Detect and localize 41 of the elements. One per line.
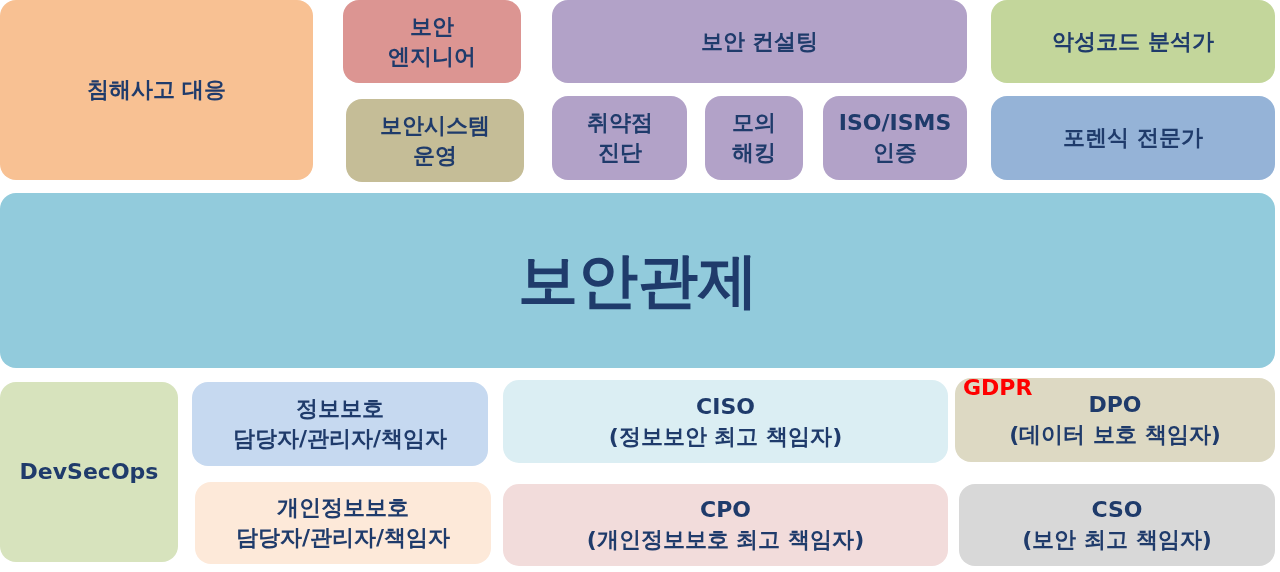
role-title: 모의 해킹 — [731, 109, 777, 167]
role-title: DevSecOps — [19, 458, 159, 487]
role-box — [991, 96, 1275, 180]
role-title: 개인정보보호 — [277, 494, 409, 523]
role-title: 보안 엔지니어 — [387, 12, 477, 71]
role-box — [823, 96, 967, 180]
role-box — [552, 96, 687, 180]
role-description: (데이터 보호 책임자) — [1009, 421, 1221, 449]
role-title: ISO/ISMS 인증 — [837, 109, 953, 167]
role-description: 담당자/관리자/책임자 — [235, 524, 451, 552]
role-title: 악성코드 분석가 — [1052, 27, 1214, 56]
role-title: 포렌식 전문가 — [1063, 124, 1203, 153]
role-title: 보안시스템 운영 — [379, 111, 491, 170]
role-title: 보안관제 — [517, 244, 758, 317]
role-title: CISO — [696, 392, 755, 421]
role-title: 취약점 진단 — [585, 109, 654, 167]
role-box — [195, 482, 491, 564]
tag-label: GDPR — [963, 376, 1033, 401]
role-box — [991, 0, 1275, 83]
role-title: CPO — [700, 496, 751, 525]
role-box — [0, 0, 313, 180]
role-box — [346, 99, 524, 182]
role-description: (정보보안 최고 책임자) — [608, 422, 843, 451]
role-box — [955, 378, 1275, 462]
role-title: 정보보호 — [296, 395, 384, 424]
role-box — [192, 382, 488, 466]
role-description: (개인정보보호 최고 책임자) — [586, 526, 865, 554]
role-title: CSO — [1091, 496, 1143, 525]
role-box — [552, 0, 967, 83]
role-title: DPO — [1088, 391, 1142, 420]
role-box — [705, 96, 803, 180]
role-description: (보안 최고 책임자) — [1022, 526, 1212, 554]
role-box — [0, 382, 178, 562]
role-title: 침해사고 대응 — [86, 76, 227, 105]
role-description: 담당자/관리자/책임자 — [232, 425, 448, 453]
role-title: 보안 컨설팅 — [700, 27, 819, 56]
role-box — [503, 484, 948, 566]
role-box — [503, 380, 948, 463]
role-box — [0, 193, 1275, 368]
role-box — [343, 0, 521, 83]
role-box — [959, 484, 1275, 566]
